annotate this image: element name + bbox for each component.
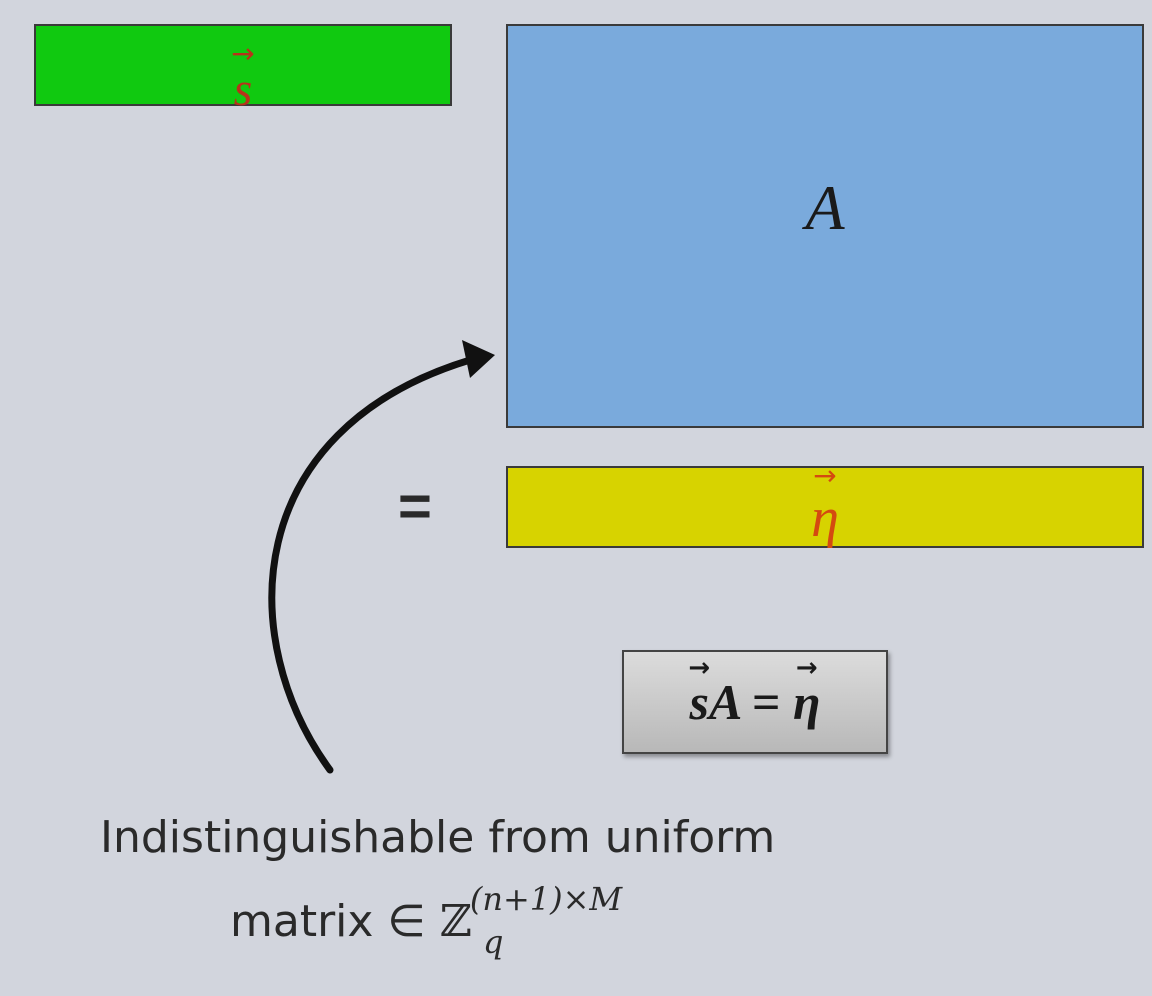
equals-sign: = [398, 474, 432, 539]
vector-s-label: → s [231, 37, 255, 116]
vector-eta-box: → η [506, 459, 1144, 549]
curved-arrow-path [268, 356, 474, 774]
vector-eta-label: → η [811, 459, 839, 549]
vector-arrow-icon: → [688, 653, 711, 683]
equation-eta: η [793, 674, 821, 730]
vector-arrow-icon: → [231, 37, 255, 70]
vector-arrow-icon: → [813, 459, 837, 492]
equation-box: → s A = → η [622, 650, 888, 754]
matrix-a-label: A [805, 172, 845, 243]
caption-subscript: q [483, 923, 504, 961]
vector-arrow-icon: → [795, 653, 818, 683]
equation-equals: = [752, 674, 781, 730]
caption-line-1: Indistinguishable from uniform [100, 812, 776, 863]
equation-s: s [689, 674, 709, 730]
integer-set-symbol: ℤ [439, 896, 472, 947]
equation-text: → s A = → η [688, 655, 821, 730]
caption-superscript: (n+1)×M [469, 880, 623, 918]
caption-line-2: matrix ∈ ℤ(n+1)×M q [230, 883, 622, 958]
caption-prefix: matrix ∈ [230, 896, 440, 947]
equation-a: A [708, 674, 740, 730]
matrix-a-box: A [506, 24, 1144, 428]
curved-arrow-head [462, 340, 495, 378]
vector-s-box: → s [34, 24, 452, 114]
